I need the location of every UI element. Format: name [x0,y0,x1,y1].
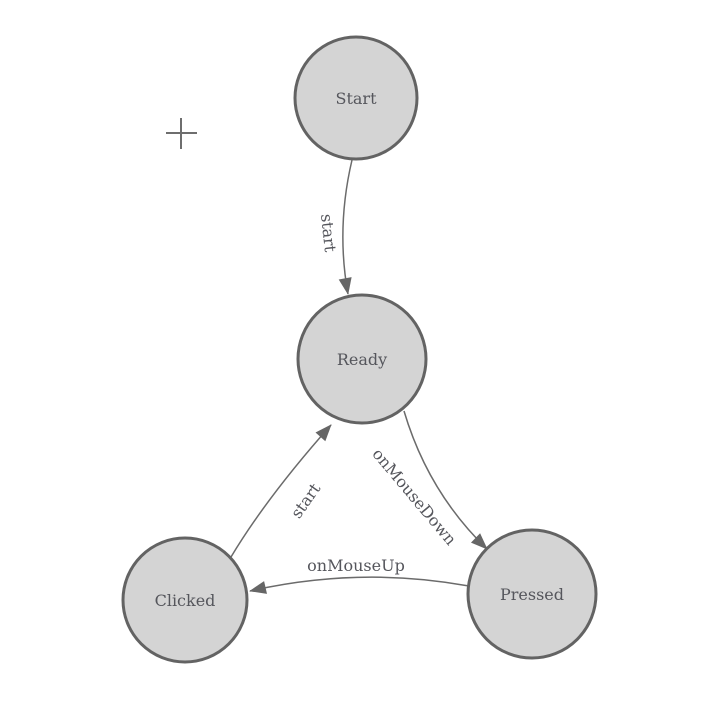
edges-layer [230,159,488,594]
edge-label-ready-to-pressed: onMouseDown [368,444,460,548]
node-ready-label: Ready [337,350,387,369]
edge-label-clicked-to-ready: start [287,479,325,522]
edge-label-pressed-to-clicked: onMouseUp [307,556,405,575]
node-clicked-label: Clicked [155,591,216,610]
edge-pressed-to-clicked[interactable] [249,576,470,594]
plus-crosshair-icon [166,118,197,149]
node-pressed-label: Pressed [500,585,564,604]
edge-label-start-to-ready: start [317,213,340,254]
node-clicked[interactable]: Clicked [121,536,249,664]
node-clicked-circle[interactable] [121,536,249,664]
node-ready[interactable]: Ready [296,293,428,425]
edge-ready-to-pressed[interactable] [403,410,488,550]
node-ready-circle[interactable] [296,293,428,425]
node-pressed-circle[interactable] [466,528,598,660]
node-start-label: Start [335,89,377,108]
edge-start-to-ready[interactable] [338,159,353,295]
node-pressed[interactable]: Pressed [466,528,598,660]
node-start-circle[interactable] [293,35,419,161]
edge-clicked-to-ready[interactable] [230,424,332,558]
node-start[interactable]: Start [293,35,419,161]
